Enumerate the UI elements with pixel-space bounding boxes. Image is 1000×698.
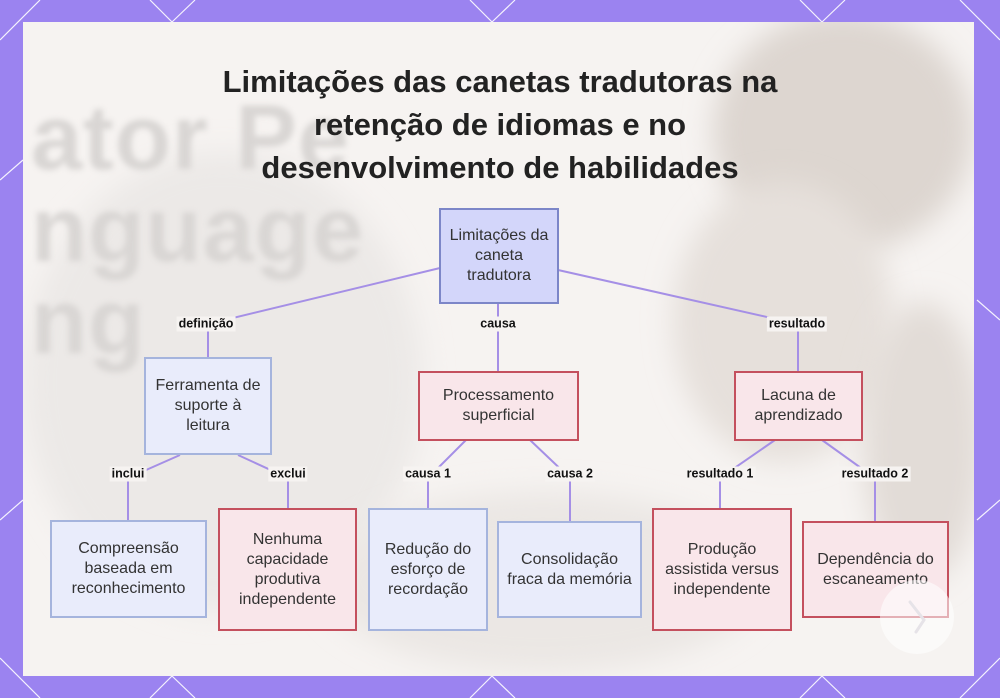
cause-node-label: Processamento superficial [442,387,555,424]
diagram-title: Limitações das canetas tradutoras na ret… [222,64,778,185]
edge-label-result1: resultado 1 [684,466,756,482]
edge-label-cause2: causa 2 [545,466,595,482]
cause2-node: Consolidação fraca da memória [497,521,642,618]
root-node-label: Limitações da caneta tradutora [449,227,549,284]
result1-node: Produção assistida versus independente [652,508,792,631]
edge-label-excludes: exclui [268,466,308,482]
result-node: Lacuna de aprendizado [734,371,863,441]
excludes-node: Nenhuma capacidade produtiva independent… [218,508,357,631]
result1-node-label: Produção assistida versus independente [665,540,779,598]
result-node-label: Lacuna de aprendizado [754,387,843,424]
background-watermark: ator Pe nguage ng [31,87,365,373]
root-node: Limitações da caneta tradutora [439,208,559,304]
definition-node-label: Ferramenta de suporte à leitura [155,377,261,434]
cause1-node-label: Redução do esforço de recordação [384,540,472,598]
definition-node: Ferramenta de suporte à leitura [144,357,272,455]
corner-logo-icon [880,580,954,654]
edge-label-cause1: causa 1 [403,466,453,482]
cause2-node-label: Consolidação fraca da memória [507,550,632,588]
cause1-node: Redução do esforço de recordação [368,508,488,631]
includes-node: Compreensão baseada em reconhecimento [50,520,207,618]
edge-label-cause: causa [478,316,518,332]
edge-label-includes: inclui [109,466,147,482]
cause-node: Processamento superficial [418,371,579,441]
includes-node-label: Compreensão baseada em reconhecimento [71,540,186,597]
edge-label-result: resultado [766,316,828,332]
edge-label-definition: definição [176,316,236,332]
excludes-node-label: Nenhuma capacidade produtiva independent… [239,530,336,608]
edge-label-result2: resultado 2 [839,466,911,482]
